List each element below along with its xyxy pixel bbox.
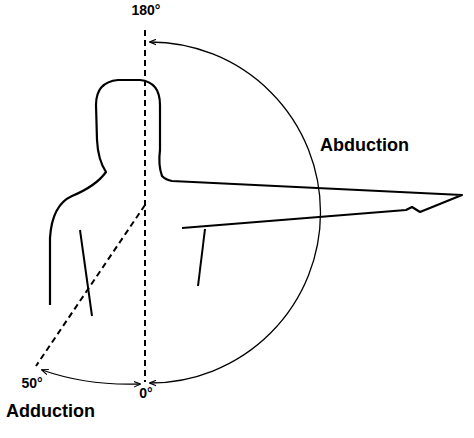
body-outline bbox=[50, 80, 462, 305]
abduction-arc bbox=[150, 42, 321, 383]
adduction-arc bbox=[42, 370, 140, 384]
angle-label: 0° bbox=[137, 386, 154, 401]
angle-label: 180° bbox=[130, 3, 163, 18]
angle-label: 50° bbox=[19, 376, 44, 391]
torso-line bbox=[198, 229, 205, 286]
adduction-line bbox=[36, 205, 145, 366]
motion-label: Adduction bbox=[4, 402, 97, 422]
motion-label: Abduction bbox=[318, 136, 411, 156]
arm-line bbox=[80, 230, 92, 316]
